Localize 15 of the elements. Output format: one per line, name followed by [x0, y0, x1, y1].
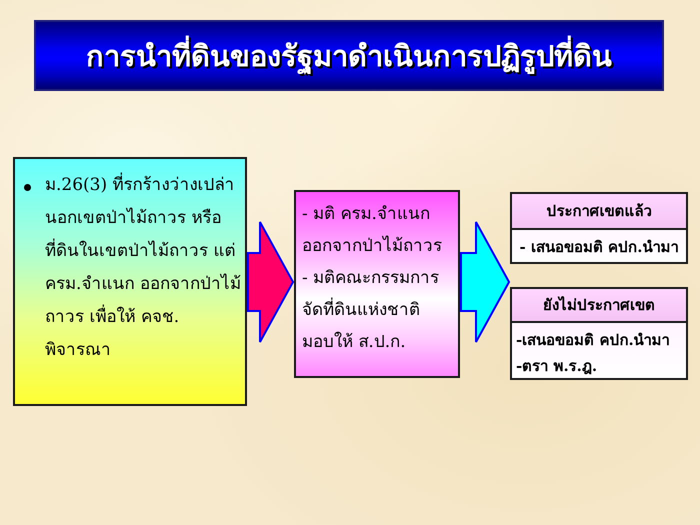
text-box	[294, 190, 460, 378]
title-banner: การนำที่ดินของรัฐมาดำเนินการปฏิรูปที่ดิน	[34, 20, 664, 91]
list-item: - เสนอขอมติ คปก.นำมา	[518, 237, 680, 258]
box-header: ประกาศเขตแล้ว	[512, 194, 686, 230]
block-arrow	[460, 221, 510, 343]
status-box	[510, 287, 688, 380]
list-item: -ตรา พ.ร.ฎ.	[516, 356, 598, 377]
list-item: -เสนอขอมติ คปก.นำมา	[516, 330, 671, 351]
bullet-text: ม.26(3) ที่รกร้างว่างเปล่านอกเขตป่าไม้ถาวร หรือที่ดินในเขตป่าไม้ถาวร แต่ ครม.จำแนก ออกจากป่าไม้ถาวร เพื่อให้ คจช. พิจารณา	[45, 169, 241, 367]
list-item: - มติ ครม.จำแนก ออกจากป่าไม้ถาวร	[302, 203, 443, 258]
block-arrow	[247, 221, 294, 343]
box-header: ยังไม่ประกาศเขต	[512, 289, 686, 323]
text-box	[13, 157, 247, 406]
list-item: - มติคณะกรรมการจัดที่ดินแห่งชาติ มอบให้ ส.ป.ก.	[302, 267, 440, 354]
status-box	[510, 192, 688, 264]
